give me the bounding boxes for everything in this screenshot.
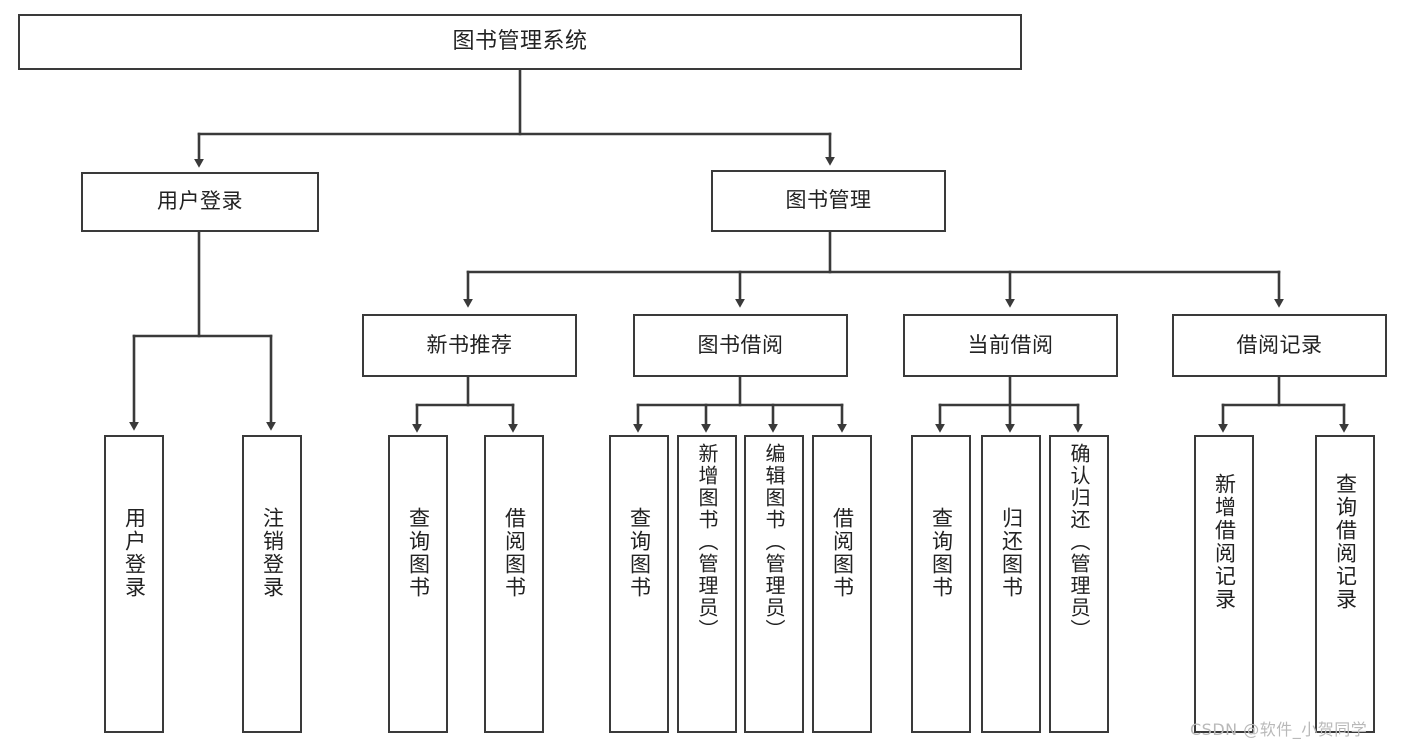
node-current-borrow-label: 当前借阅: [967, 332, 1054, 357]
node-leaf-query-book-2[interactable]: 查询图书: [609, 435, 669, 733]
node-leaf-query-record-label: 查询借阅记录: [1333, 473, 1358, 611]
node-leaf-add-record-label: 新增借阅记录: [1212, 473, 1237, 611]
node-leaf-edit-book[interactable]: 编辑图书（管理员）: [744, 435, 804, 733]
node-book-borrow-label: 图书借阅: [697, 332, 784, 357]
node-user-login-label: 用户登录: [157, 189, 243, 214]
node-book-borrow[interactable]: 图书借阅: [633, 314, 848, 377]
node-leaf-query-book-1-label: 查询图书: [406, 507, 431, 599]
node-leaf-borrow-book-2-label: 借阅图书: [830, 507, 855, 599]
node-leaf-confirm-return-label: 确认归还（管理员）: [1067, 443, 1091, 641]
node-book-manage[interactable]: 图书管理: [711, 170, 946, 232]
node-leaf-add-book[interactable]: 新增图书（管理员）: [677, 435, 737, 733]
node-leaf-query-record[interactable]: 查询借阅记录: [1315, 435, 1375, 733]
node-new-book-recommend-label: 新书推荐: [426, 332, 513, 357]
node-leaf-borrow-book-1-label: 借阅图书: [502, 507, 527, 599]
node-root[interactable]: 图书管理系统: [18, 14, 1022, 70]
node-current-borrow[interactable]: 当前借阅: [903, 314, 1118, 377]
node-leaf-query-book-3[interactable]: 查询图书: [911, 435, 971, 733]
node-leaf-logout-login-label: 注销登录: [260, 507, 285, 599]
csdn-watermark: CSDN @软件_小贺同学: [1190, 720, 1368, 739]
node-leaf-add-book-label: 新增图书（管理员）: [695, 443, 719, 641]
node-leaf-borrow-book-2[interactable]: 借阅图书: [812, 435, 872, 733]
node-borrow-record-label: 借阅记录: [1236, 332, 1323, 357]
node-user-login[interactable]: 用户登录: [81, 172, 319, 232]
node-leaf-query-book-1[interactable]: 查询图书: [388, 435, 448, 733]
node-book-manage-label: 图书管理: [785, 188, 872, 213]
node-leaf-confirm-return[interactable]: 确认归还（管理员）: [1049, 435, 1109, 733]
node-leaf-add-record[interactable]: 新增借阅记录: [1194, 435, 1254, 733]
node-leaf-borrow-book-1[interactable]: 借阅图书: [484, 435, 544, 733]
node-leaf-logout-login[interactable]: 注销登录: [242, 435, 302, 733]
node-leaf-return-book-label: 归还图书: [999, 507, 1024, 599]
node-borrow-record[interactable]: 借阅记录: [1172, 314, 1387, 377]
node-leaf-query-book-2-label: 查询图书: [627, 507, 652, 599]
node-leaf-edit-book-label: 编辑图书（管理员）: [762, 443, 786, 641]
node-root-label: 图书管理系统: [452, 28, 588, 54]
node-leaf-return-book[interactable]: 归还图书: [981, 435, 1041, 733]
node-leaf-query-book-3-label: 查询图书: [929, 507, 954, 599]
node-leaf-user-login-label: 用户登录: [122, 507, 147, 599]
node-leaf-user-login[interactable]: 用户登录: [104, 435, 164, 733]
node-new-book-recommend[interactable]: 新书推荐: [362, 314, 577, 377]
